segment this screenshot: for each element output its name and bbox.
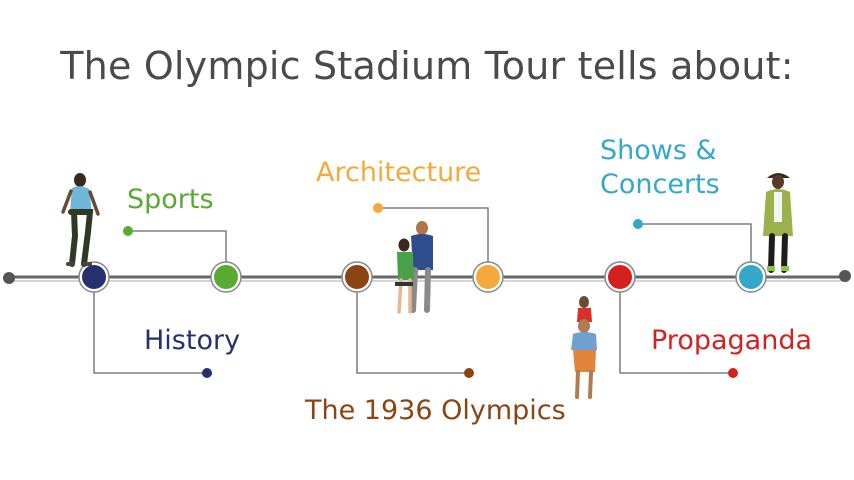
olympics-end-dot (464, 368, 474, 378)
walking-woman-figure (61, 173, 100, 267)
sports-connector (128, 230, 227, 262)
history-end-dot (202, 368, 212, 378)
propaganda-node (604, 261, 636, 293)
propaganda-end-dot (728, 368, 738, 378)
history-connector (93, 292, 207, 374)
label-shows-concerts: Shows & Concerts (600, 134, 770, 202)
label-shows-concerts-text: Shows & Concerts (600, 135, 720, 200)
sports-node (210, 261, 242, 293)
label-history: History (144, 325, 241, 356)
label-sports: Sports (127, 184, 214, 215)
shows-connector (638, 223, 752, 262)
timeline-end-dot (839, 270, 851, 282)
standing-woman-figure (763, 173, 793, 273)
timeline-start-dot (3, 272, 15, 284)
couple-figure (395, 221, 433, 314)
architecture-end-dot (373, 203, 383, 213)
label-1936-olympics: The 1936 Olympics (305, 395, 566, 426)
father-and-child-figure (571, 296, 597, 399)
history-node (78, 261, 110, 293)
page-title: The Olympic Stadium Tour tells about: (60, 44, 794, 88)
olympics-connector (356, 292, 469, 374)
propaganda-connector (619, 292, 733, 374)
label-propaganda: Propaganda (651, 325, 812, 356)
architecture-node (472, 261, 504, 293)
shows-end-dot (633, 219, 643, 229)
architecture-connector (378, 207, 489, 262)
label-architecture: Architecture (316, 157, 482, 188)
sports-end-dot (123, 226, 133, 236)
shows-node (735, 261, 767, 293)
olympics-node (341, 261, 373, 293)
